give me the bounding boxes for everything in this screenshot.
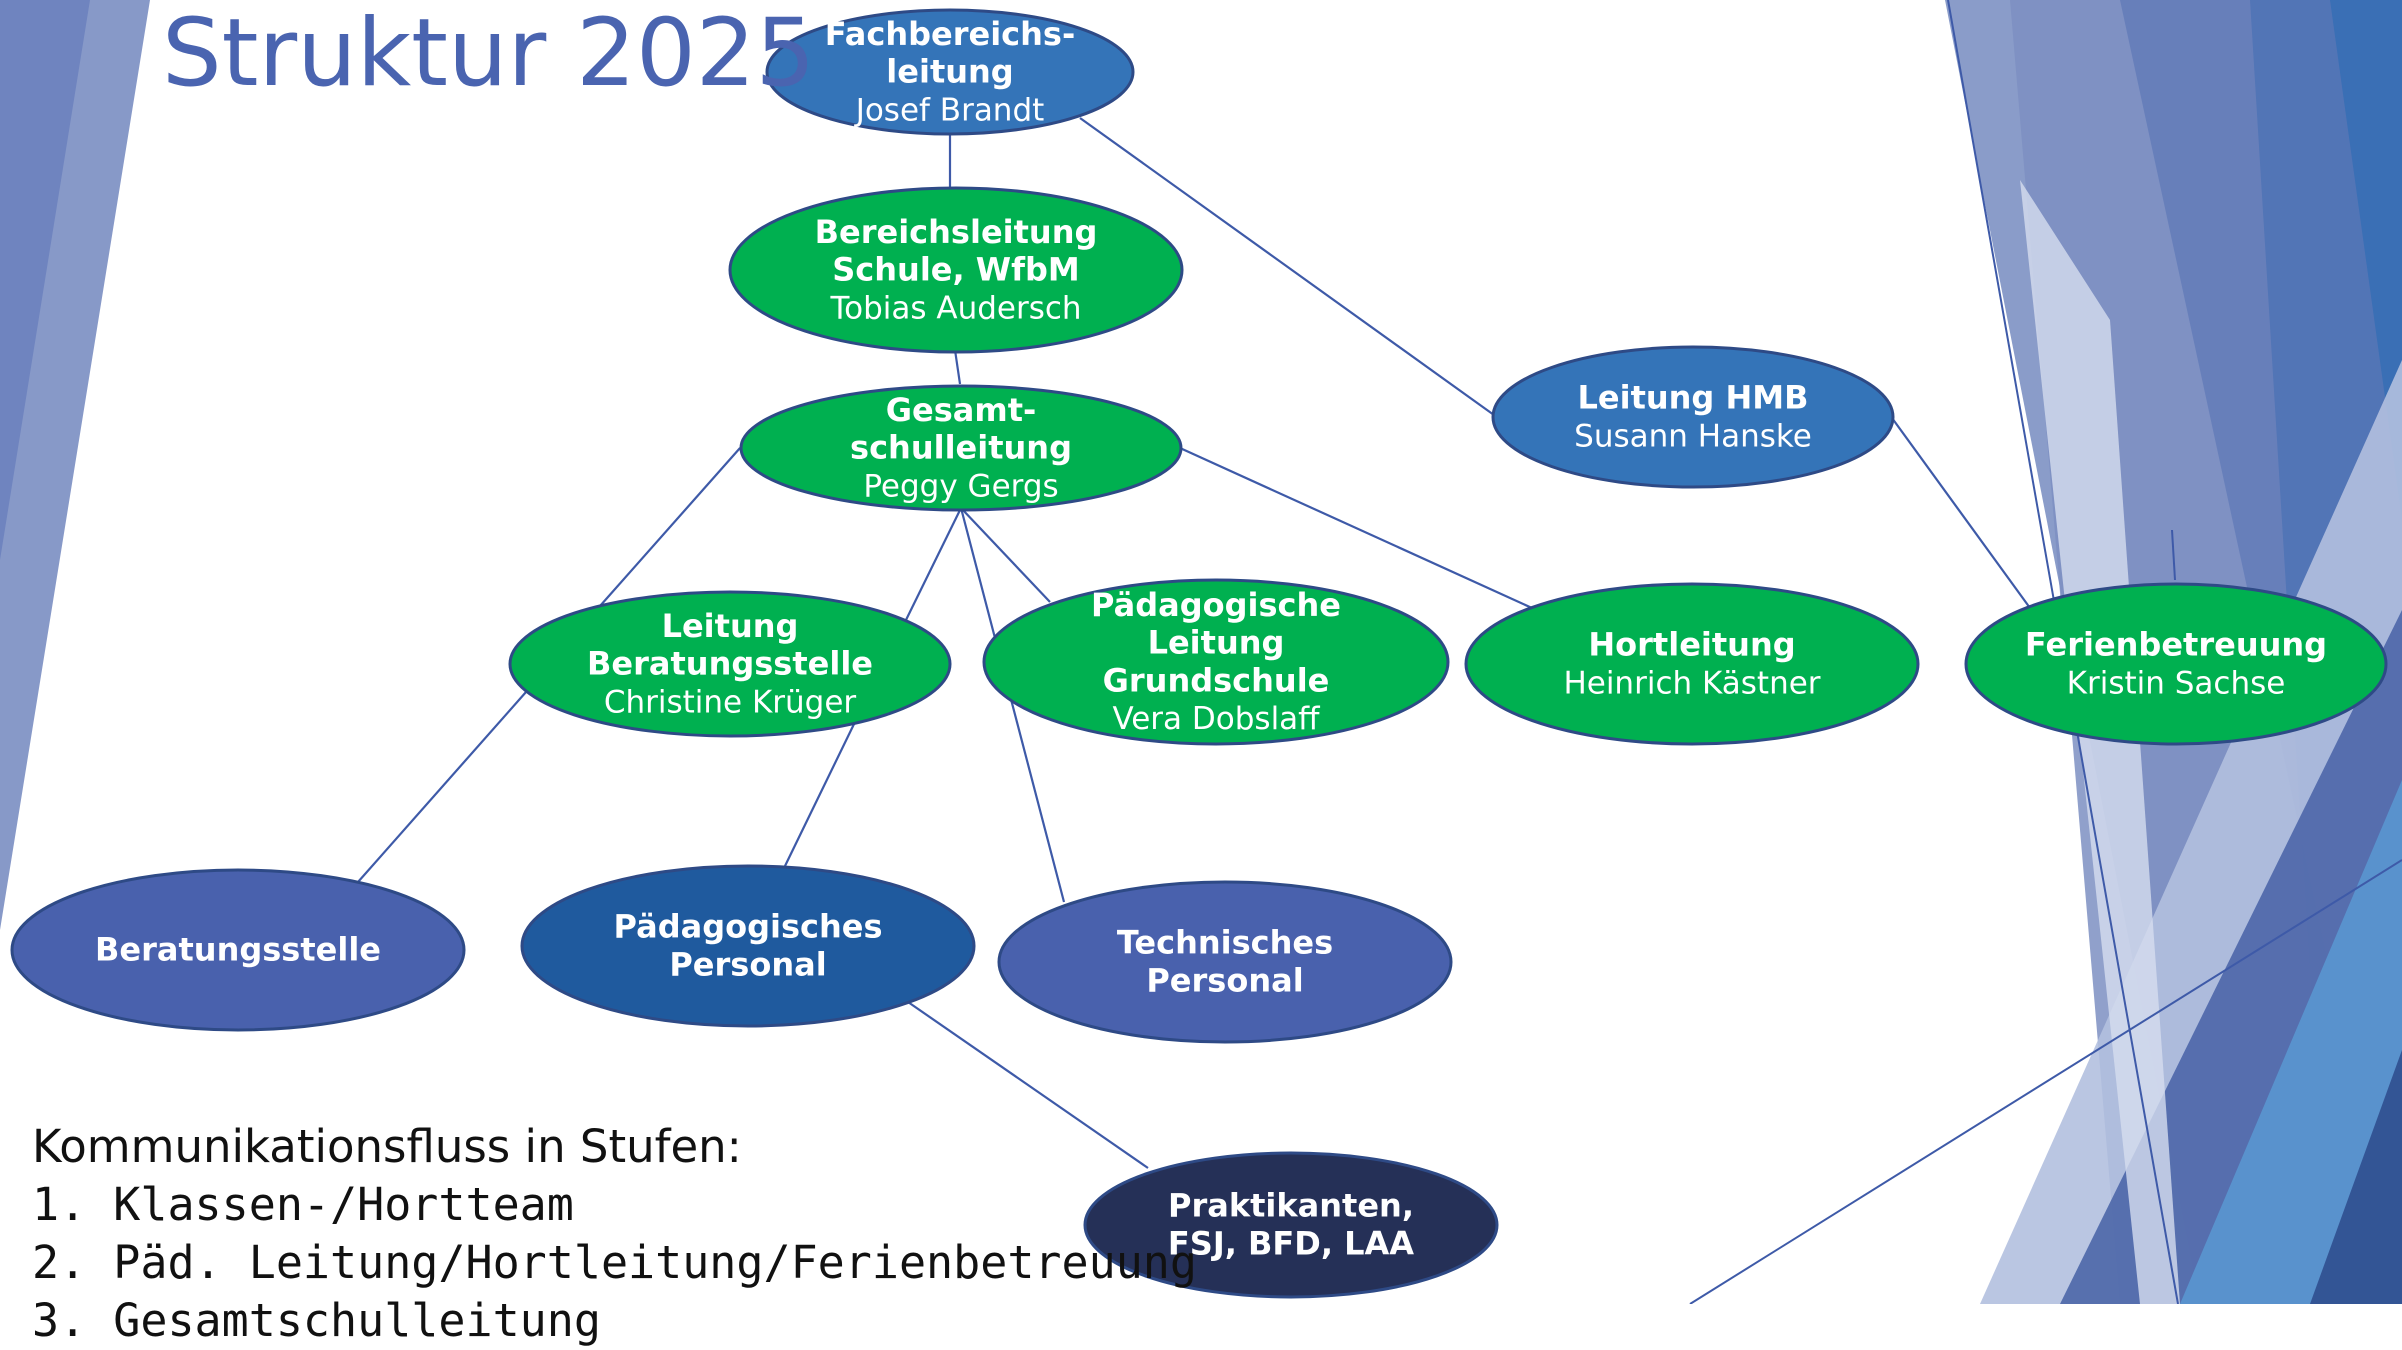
node-shape xyxy=(520,864,976,1028)
node-shape xyxy=(982,578,1450,746)
node-title-line: Gesamt- xyxy=(886,391,1037,429)
connectors xyxy=(357,117,2031,1169)
communication-item-2: 2. Päd. Leitung/Hortleitung/Ferienbetreu… xyxy=(32,1236,1197,1289)
node-title-line: Leitung xyxy=(1148,624,1285,662)
node-title-line: Personal xyxy=(1146,961,1303,999)
node-title-line: Fachbereichs- xyxy=(825,15,1075,53)
node-shape xyxy=(765,8,1135,136)
node-title-line: Beratungsstelle xyxy=(587,645,873,683)
node-title-line: Grundschule xyxy=(1103,661,1330,699)
node-title-line: Technisches xyxy=(1117,924,1333,962)
node-person-name: Peggy Gergs xyxy=(863,468,1058,504)
node-shape xyxy=(1964,582,2388,746)
node-person-name: Susann Hanske xyxy=(1574,418,1812,454)
node-shape xyxy=(739,384,1183,512)
right-facet-7 xyxy=(2180,780,2402,1304)
connector-bl-gsl xyxy=(953,349,962,385)
connector-fbl-hmb xyxy=(1079,117,1495,416)
node-shape xyxy=(10,868,466,1032)
node-title-line: Bereichsleitung xyxy=(815,213,1098,251)
node-title-line: Beratungsstelle xyxy=(95,931,381,969)
node-shape xyxy=(1491,345,1895,489)
background-decoration xyxy=(0,0,2402,1304)
node-person-name: Heinrich Kästner xyxy=(1563,665,1820,701)
communication-heading: Kommunikationsfluss in Stufen: xyxy=(32,1120,742,1173)
node-praktikanten: Praktikanten,FSJ, BFD, LAA xyxy=(1083,1151,1499,1299)
communication-list: 1. Klassen-/Hortteam 2. Päd. Leitung/Hor… xyxy=(32,1176,1197,1350)
right-facet-8 xyxy=(2310,1050,2402,1304)
communication-flow: Kommunikationsfluss in Stufen: 1. Klasse… xyxy=(32,1118,1197,1350)
node-person-name: Vera Dobslaff xyxy=(1112,701,1320,737)
node-title-line: Pädagogische xyxy=(1091,586,1341,624)
right-thin-line-2 xyxy=(1689,859,2402,1304)
node-person-name: Christine Krüger xyxy=(604,684,857,720)
connector-gsl-tech xyxy=(959,507,1066,903)
connector-lb-paed xyxy=(784,721,856,867)
communication-item-3: 3. Gesamtschulleitung xyxy=(32,1294,601,1347)
node-shape xyxy=(508,590,952,738)
connector-gsl-lb xyxy=(599,447,741,607)
node-person-name: Kristin Sachse xyxy=(2067,665,2286,701)
node-title-line: Schule, WfbM xyxy=(832,251,1080,289)
connector-hmb-ferien xyxy=(1891,417,2031,609)
connector-gsl-pl xyxy=(960,507,1051,603)
right-thin-line-3 xyxy=(2171,529,2176,581)
connector-gsl-hort xyxy=(1179,446,1533,610)
node-shape xyxy=(1464,582,1920,746)
communication-item-1: 1. Klassen-/Hortteam xyxy=(32,1178,574,1231)
node-title-line: Personal xyxy=(669,945,826,983)
connector-lb-berat xyxy=(357,691,527,883)
connector-gsl-lb-right xyxy=(904,507,962,623)
node-beratungsstelle: Beratungsstelle xyxy=(10,868,466,1032)
left-facet-dark xyxy=(0,0,90,560)
node-title-line: Hortleitung xyxy=(1588,626,1795,664)
node-shape xyxy=(1083,1151,1499,1299)
node-person-name: Josef Brandt xyxy=(854,92,1045,128)
page-title: Struktur 2025 xyxy=(162,0,816,108)
node-title-line: Leitung HMB xyxy=(1578,379,1809,417)
connector-paed-prakt xyxy=(907,1001,1149,1169)
node-title-line: FSJ, BFD, LAA xyxy=(1168,1224,1414,1262)
node-shape xyxy=(997,880,1453,1044)
node-person-name: Tobias Audersch xyxy=(829,290,1081,326)
node-shape xyxy=(728,186,1184,354)
node-title-line: schulleitung xyxy=(850,429,1072,467)
node-title-line: leitung xyxy=(886,53,1013,91)
node-title-line: Pädagogisches xyxy=(614,908,883,946)
node-title-line: Ferienbetreuung xyxy=(2025,626,2327,664)
node-title-line: Leitung xyxy=(662,607,799,645)
node-title-line: Praktikanten, xyxy=(1168,1187,1414,1225)
